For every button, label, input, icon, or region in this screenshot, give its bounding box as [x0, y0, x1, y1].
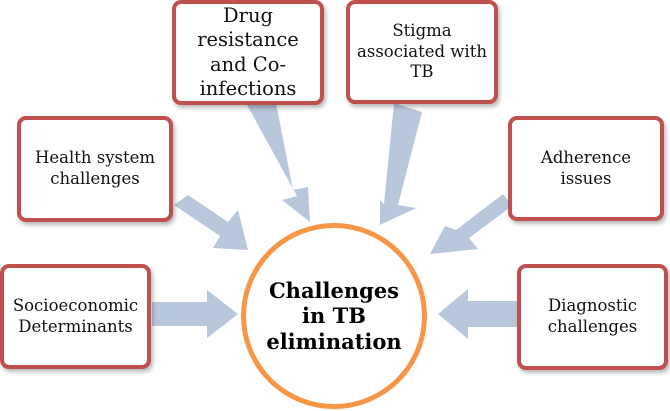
arrow-diagnostic-to-center — [438, 289, 517, 339]
socioeconomic-label: Socioeconomic Determinants — [12, 295, 139, 336]
stigma-label: Stigma associated with TB — [357, 21, 487, 82]
socioeconomic-box: Socioeconomic Determinants — [0, 264, 151, 369]
arrow-stigma-to-center — [380, 103, 422, 225]
stigma-box: Stigma associated with TB — [346, 0, 498, 104]
drug-resistance-label: Drug resistance and Co-infections — [197, 3, 299, 100]
arrow-drug-to-center — [247, 93, 310, 222]
health-system-label: Health system challenges — [34, 148, 156, 188]
adherence-box: Adherence issues — [508, 116, 664, 221]
center-circle: Challenges in TB elimination — [241, 223, 427, 409]
drug-resistance-box: Drug resistance and Co-infections — [172, 0, 324, 105]
center-title: Challenges in TB elimination — [266, 278, 402, 354]
arrow-socio-to-center — [152, 290, 238, 338]
arrow-adherence-to-center — [430, 194, 512, 254]
adherence-label: Adherence issues — [540, 147, 632, 188]
diagnostic-label: Diagnostic challenges — [547, 296, 638, 336]
health-system-box: Health system challenges — [17, 116, 173, 222]
diagnostic-box: Diagnostic challenges — [517, 264, 668, 370]
arrow-health-to-center — [174, 195, 248, 250]
